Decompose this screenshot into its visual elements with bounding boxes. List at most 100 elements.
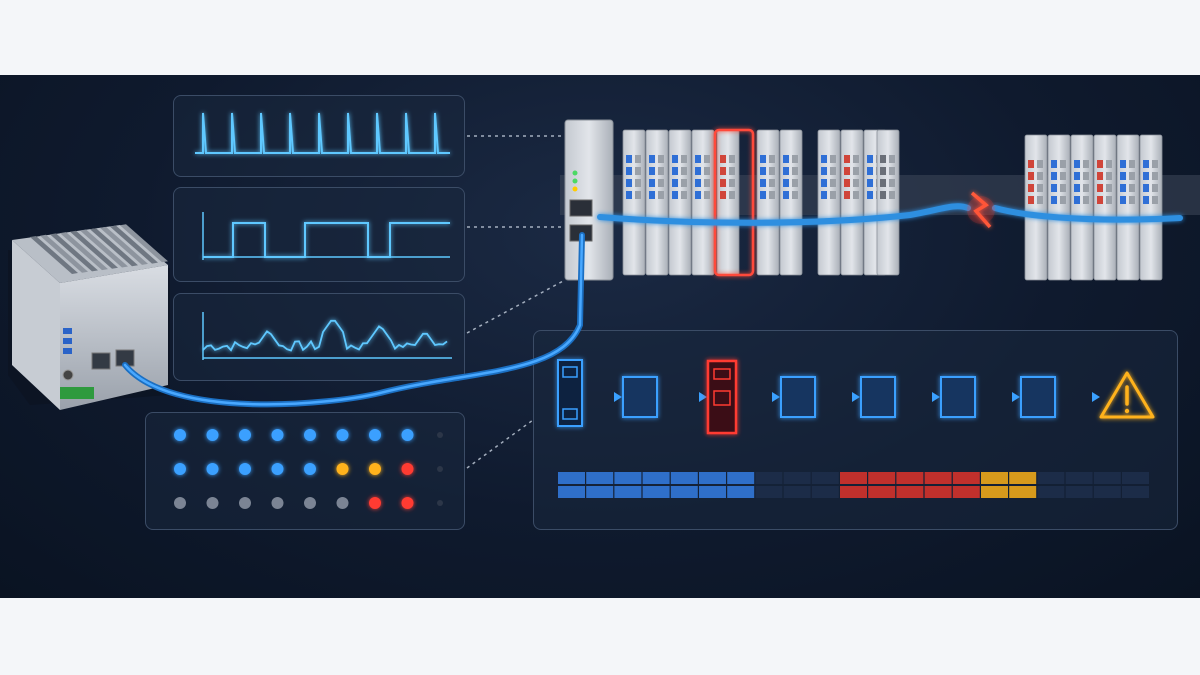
terminal-clip <box>1074 160 1080 168</box>
terminal-clip <box>830 191 836 199</box>
timeline-cell <box>755 472 783 484</box>
terminal-clip <box>783 155 789 163</box>
terminal-clip <box>1106 196 1112 204</box>
terminal-clip <box>704 191 710 199</box>
heatsink-fin <box>100 226 148 265</box>
terminal-clip <box>649 167 655 175</box>
terminal-clip <box>626 179 632 187</box>
terminal-clip <box>880 167 886 175</box>
terminal-clip <box>695 167 701 175</box>
status-led <box>206 463 219 475</box>
terminal-clip <box>1083 172 1089 180</box>
heatsink-fin <box>60 232 108 271</box>
timeline-cell <box>1009 472 1037 484</box>
terminal-clip <box>626 191 632 199</box>
terminal-clip <box>695 155 701 163</box>
terminal-clip <box>704 167 710 175</box>
heatsink-fins <box>30 224 168 274</box>
terminal-clip <box>769 167 775 175</box>
terminal-clip <box>695 191 701 199</box>
status-led <box>304 463 316 475</box>
terminal-clip <box>1074 196 1080 204</box>
io-module <box>622 129 646 276</box>
io-module <box>817 129 841 276</box>
status-led <box>336 429 349 441</box>
timeline-cell <box>1009 486 1037 498</box>
terminal-clip <box>783 191 789 199</box>
terminal-clip <box>649 191 655 199</box>
terminal-clip <box>853 167 859 175</box>
terminal-clip <box>1129 184 1135 192</box>
terminal-clip <box>681 155 687 163</box>
timeline-cell <box>614 472 642 484</box>
status-led <box>174 497 186 509</box>
timeline-cell <box>1065 472 1093 484</box>
timeline-cell <box>699 486 726 498</box>
terminal-clip <box>853 179 859 187</box>
arrow-right-icon <box>852 392 860 402</box>
terminal-clip <box>792 155 798 163</box>
heatsink-fin <box>110 225 158 264</box>
terminal-clip <box>783 179 789 187</box>
terminal-clip <box>760 167 766 175</box>
timeline-cell <box>981 486 1008 498</box>
topology-port-icon <box>562 408 578 420</box>
terminal-clip <box>853 191 859 199</box>
terminal-clip <box>1037 172 1043 180</box>
terminal-clip <box>626 155 632 163</box>
terminal-clip <box>681 191 687 199</box>
terminal-clip <box>1152 172 1158 180</box>
heatsink-fin <box>40 234 88 273</box>
topology-module-node <box>860 376 896 418</box>
terminal-clip <box>695 179 701 187</box>
timeline-cell <box>1065 486 1093 498</box>
arrow-right-icon <box>932 392 940 402</box>
io-module <box>756 129 780 276</box>
terminal-clip <box>1129 172 1135 180</box>
timeline-cell <box>1037 486 1065 498</box>
terminal-clip <box>635 155 641 163</box>
pc-to-controller-cable <box>122 232 585 408</box>
terminal-clip <box>1152 160 1158 168</box>
terminal-clip <box>1143 172 1149 180</box>
terminal-clip <box>830 167 836 175</box>
status-led <box>304 497 316 509</box>
io-module <box>779 129 803 276</box>
io-module <box>645 129 669 276</box>
terminal-clip <box>1060 172 1066 180</box>
io-rack <box>564 119 1163 281</box>
terminal-clip <box>821 191 827 199</box>
terminal-clip <box>867 155 873 163</box>
io-module <box>691 129 715 276</box>
fieldbus-cable <box>597 203 971 226</box>
terminal-clip <box>880 155 886 163</box>
terminal-clip <box>658 179 664 187</box>
timeline-cell <box>840 486 867 498</box>
status-led <box>239 463 251 475</box>
terminal-clip <box>889 167 895 175</box>
status-led <box>401 497 414 509</box>
terminal-clip <box>681 179 687 187</box>
heatsink-fin <box>80 229 128 268</box>
terminal-clip <box>1097 196 1103 204</box>
terminal-clip <box>1152 184 1158 192</box>
terminal-clip <box>1037 160 1043 168</box>
terminal-clip <box>769 191 775 199</box>
terminal-clip <box>729 167 735 175</box>
waveform-graphics <box>195 112 452 360</box>
terminal-clip <box>844 179 850 187</box>
topology-port-icon <box>713 368 731 380</box>
terminal-clip <box>830 179 836 187</box>
topology-module-node <box>1020 376 1056 418</box>
timeline-cell <box>699 472 726 484</box>
waveform-panel-square <box>173 187 465 282</box>
waveform-panel-noise <box>173 293 465 381</box>
timeline-cell <box>558 486 585 498</box>
topology-port-icon <box>562 366 578 378</box>
status-led <box>369 497 381 509</box>
diagram-stage <box>0 75 1200 598</box>
topology-port-icon <box>713 390 731 406</box>
io-module <box>1093 134 1117 281</box>
terminal-clip <box>821 167 827 175</box>
timeline-cell <box>924 472 952 484</box>
